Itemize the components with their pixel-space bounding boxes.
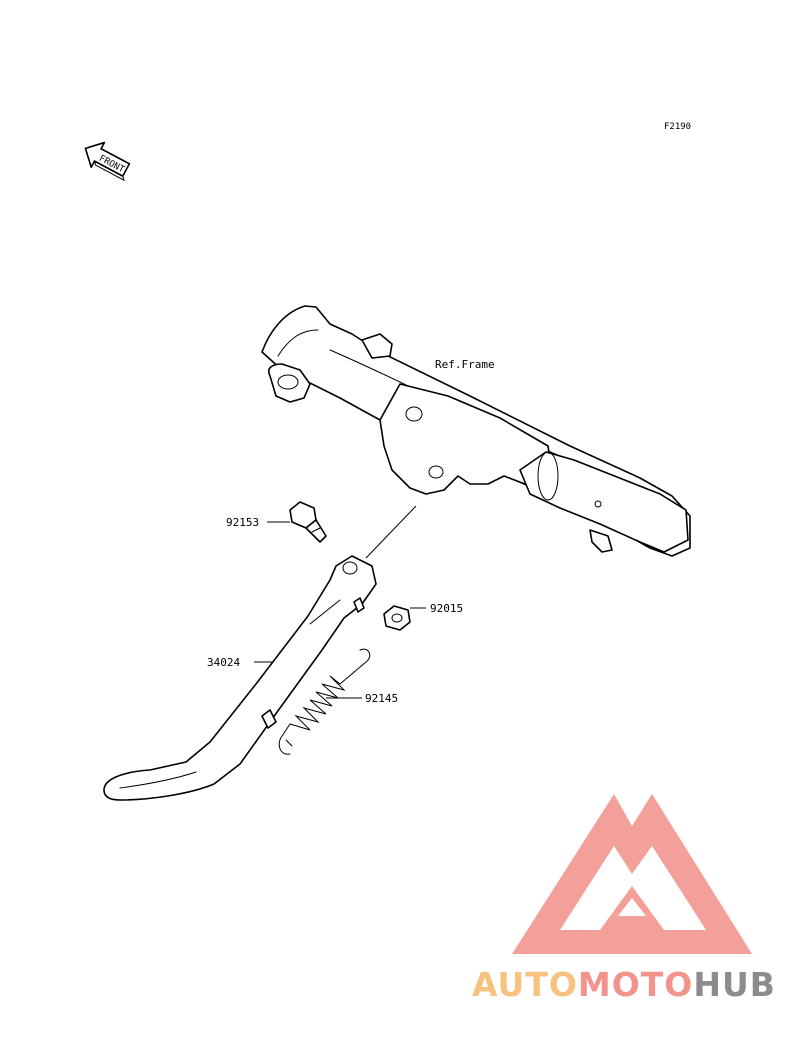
watermark-hub: HUB [693,965,776,1004]
bolt-92153 [289,501,327,543]
ref-frame-label: Ref.Frame [435,358,495,371]
part-number-92015: 92015 [430,602,463,615]
frame-ref [261,305,691,557]
watermark-auto: AUTO [472,965,578,1004]
spring-92145 [278,648,371,755]
side-stand-34024 [103,555,377,801]
part-number-34024: 34024 [207,656,240,669]
alignment-line [365,505,417,559]
nut-92015 [383,605,411,631]
front-arrow-icon: FRONT [84,141,131,182]
part-number-92145: 92145 [365,692,398,705]
watermark-moto: MOTO [578,965,693,1004]
watermark-logo-icon [512,794,752,954]
figure-code: F2190 [664,122,691,132]
part-number-92153: 92153 [226,516,259,529]
watermark-text: AUTOMOTOHUB [472,965,776,1004]
